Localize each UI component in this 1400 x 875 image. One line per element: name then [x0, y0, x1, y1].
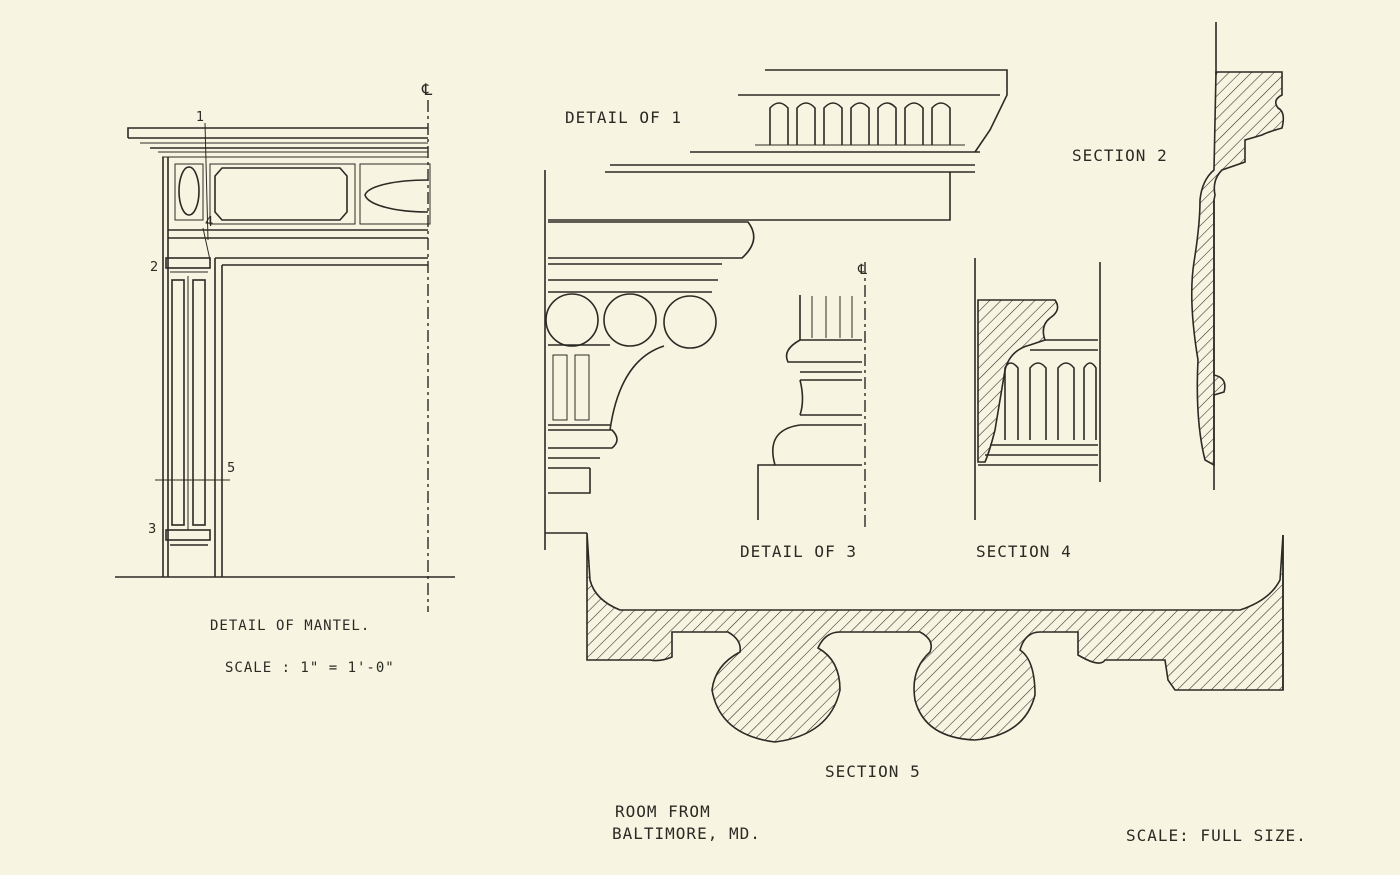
- section-5-label: SECTION 5: [825, 762, 921, 781]
- section-5: [545, 532, 1284, 743]
- room-from-line1: ROOM FROM: [615, 802, 711, 821]
- mantel-scale-label: SCALE : 1" = 1'-0": [225, 660, 395, 676]
- mantel-elevation: [115, 100, 455, 612]
- centerline-symbol-mantel: ℄: [422, 80, 434, 99]
- detail-3-base: [757, 262, 866, 530]
- section-2-label: SECTION 2: [1072, 146, 1168, 165]
- section-4-label: SECTION 4: [976, 542, 1072, 561]
- callout-4: 4: [205, 215, 215, 230]
- callout-5: 5: [227, 461, 237, 476]
- section-2: [1190, 22, 1285, 490]
- room-from-line2: BALTIMORE, MD.: [612, 824, 761, 843]
- detail-of-3-label: DETAIL OF 3: [740, 542, 857, 561]
- detail-1-cornice: [548, 69, 1008, 221]
- callout-1: 1: [196, 110, 206, 125]
- detail-of-1-label: DETAIL OF 1: [565, 108, 682, 127]
- centerline-symbol-detail-3: ℄: [858, 262, 868, 278]
- full-size-scale-label: SCALE: FULL SIZE.: [1126, 826, 1307, 845]
- callout-2: 2: [150, 260, 160, 275]
- callout-3: 3: [148, 522, 158, 537]
- detail-of-mantel-label: DETAIL OF MANTEL.: [210, 618, 371, 634]
- section-4: [974, 258, 1101, 520]
- dentil-row: [755, 102, 965, 146]
- console-detail: [544, 170, 755, 550]
